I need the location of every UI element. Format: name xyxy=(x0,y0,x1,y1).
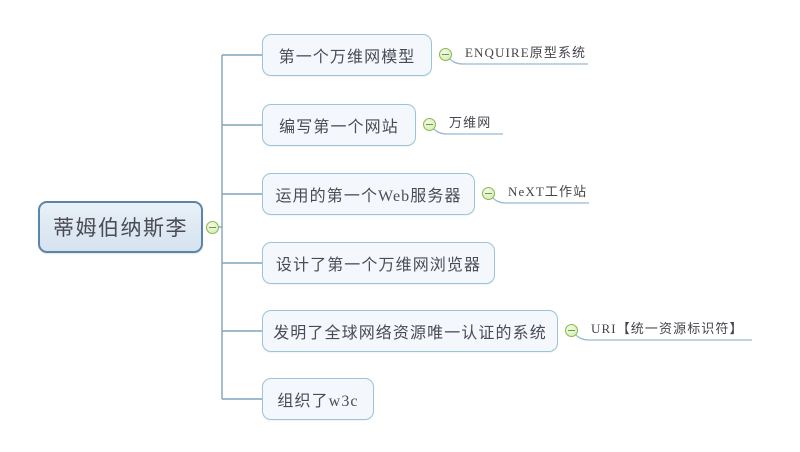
leaf-node-1-label: ENQUIRE原型系统 xyxy=(465,45,587,60)
leaf-node-3[interactable]: NeXT工作站 xyxy=(508,181,587,201)
branch-1-collapse-toggle[interactable] xyxy=(439,48,452,61)
leaf-node-5-label: URI【统一资源标识符】 xyxy=(591,321,744,336)
root-node-label: 蒂姆伯纳斯李 xyxy=(53,216,188,240)
branch-5-collapse-toggle[interactable] xyxy=(565,324,578,337)
branch-3-collapse-toggle[interactable] xyxy=(482,187,495,200)
branch-node-2-label: 编写第一个网站 xyxy=(279,119,399,136)
branch-node-2[interactable]: 编写第一个网站 xyxy=(262,104,416,146)
branch-node-4-label: 设计了第一个万维网浏览器 xyxy=(275,257,482,274)
branch-node-4[interactable]: 设计了第一个万维网浏览器 xyxy=(262,242,495,284)
branch-node-1-label: 第一个万维网模型 xyxy=(278,49,416,66)
root-node[interactable]: 蒂姆伯纳斯李 xyxy=(38,201,203,253)
leaf-node-2-label: 万维网 xyxy=(449,115,492,130)
branch-node-1[interactable]: 第一个万维网模型 xyxy=(262,34,432,76)
leaf-node-5[interactable]: URI【统一资源标识符】 xyxy=(591,318,744,338)
leaf-node-3-label: NeXT工作站 xyxy=(508,184,588,199)
leaf-node-1[interactable]: ENQUIRE原型系统 xyxy=(465,42,586,62)
leaf-node-2[interactable]: 万维网 xyxy=(449,112,491,132)
branch-node-5-label: 发明了全球网络资源唯一认证的系统 xyxy=(273,325,547,342)
branch-2-collapse-toggle[interactable] xyxy=(423,118,436,131)
branch-node-6-label: 组织了w3c xyxy=(277,393,359,410)
root-collapse-toggle[interactable] xyxy=(206,221,219,234)
branch-node-3-label: 运用的第一个Web服务器 xyxy=(275,188,462,205)
branch-node-3[interactable]: 运用的第一个Web服务器 xyxy=(262,173,475,215)
branch-node-6[interactable]: 组织了w3c xyxy=(262,378,374,420)
branch-node-5[interactable]: 发明了全球网络资源唯一认证的系统 xyxy=(262,310,558,352)
